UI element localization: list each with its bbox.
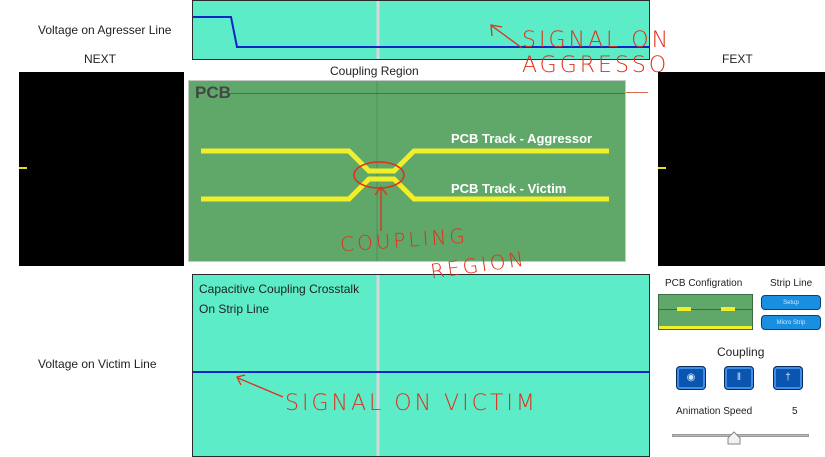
microstrip-button[interactable]: Micro Strip: [761, 315, 821, 330]
animation-speed-value: 5: [792, 406, 798, 417]
speed-slider-track[interactable]: [672, 434, 809, 437]
fext-marker: [658, 167, 666, 169]
victim-scope-title-1: Capacitive Coupling Crosstalk: [199, 282, 360, 296]
victim-scope-title-2: On Strip Line: [199, 302, 270, 316]
aggressor-track: [201, 148, 609, 174]
aggressor-signal-trace: [193, 16, 649, 48]
pcb-tracks: [201, 81, 609, 261]
inductive-icon: ‖: [736, 372, 742, 383]
pcb-line-extension: [626, 92, 648, 93]
victim-annotation: SIGNAL ON VICTIM: [285, 391, 538, 416]
preview-track: [677, 307, 691, 311]
aggressor-waveform: [193, 1, 649, 59]
pcb-config-label: PCB Configration: [665, 278, 743, 289]
combined-icon: †: [785, 372, 791, 383]
preview-track: [721, 307, 735, 311]
pcb-title: PCB: [195, 83, 231, 102]
victim-waveform: [193, 275, 649, 456]
setup-button[interactable]: Setup: [761, 295, 821, 310]
coupling-capacitive-button[interactable]: ◉: [676, 366, 706, 390]
coupling-region-label: Coupling Region: [330, 64, 419, 78]
victim-scope: Capacitive Coupling Crosstalk On Strip L…: [192, 274, 650, 457]
victim-track-label: PCB Track - Victim: [451, 181, 567, 196]
victim-track: [201, 176, 609, 202]
next-scope: [19, 72, 184, 266]
aggressor-scope: [192, 0, 650, 60]
coupling-combined-button[interactable]: †: [773, 366, 803, 390]
speed-slider-thumb[interactable]: [727, 431, 741, 445]
pcb-top-line: [229, 93, 625, 94]
pcb-board: PCB PCB Track - Aggressor PCB Track - Vi…: [188, 80, 626, 262]
capacitive-icon: ◉: [686, 372, 696, 383]
next-marker: [19, 167, 27, 169]
aggressor-annotation-arrow: [490, 24, 523, 49]
aggressor-track-label: PCB Track - Aggressor: [451, 131, 593, 146]
animation-speed-label: Animation Speed: [676, 406, 753, 417]
victim-voltage-label: Voltage on Victim Line: [38, 357, 157, 371]
next-label: NEXT: [84, 52, 117, 66]
aggressor-annotation: SIGNAL ON AGGRESSO: [522, 28, 672, 78]
coupling-label: Coupling: [717, 345, 765, 359]
coupling-inductive-button[interactable]: ‖: [724, 366, 754, 390]
fext-scope: [658, 72, 825, 266]
line-type-label: Strip Line: [770, 278, 813, 289]
preview-ground: [659, 326, 752, 329]
aggressor-voltage-label: Voltage on Agresser Line: [38, 23, 172, 37]
coupling-circle-annotation: [353, 161, 405, 189]
pcb-config-preview: [658, 294, 753, 330]
fext-label: FEXT: [722, 52, 753, 66]
